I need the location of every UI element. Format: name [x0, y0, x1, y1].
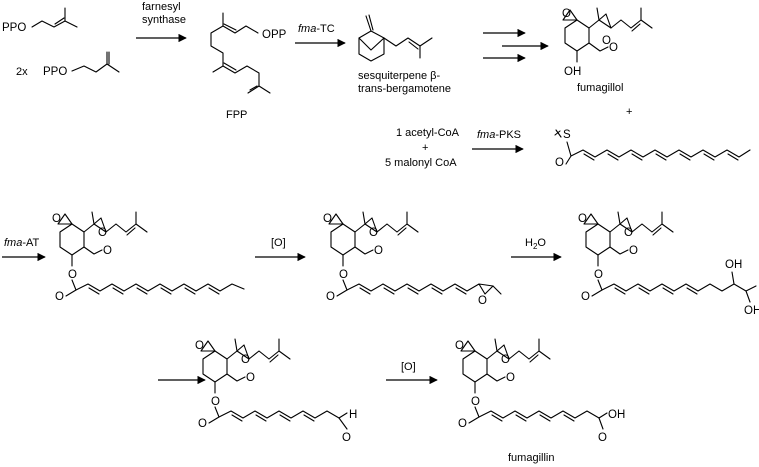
- carbonyl-o-label: O: [555, 157, 564, 169]
- acetyl-coa-label: 1 acetyl-CoA: [396, 127, 460, 139]
- ald-side-o: O: [241, 354, 250, 366]
- epoxide-o-label: O: [562, 8, 571, 20]
- diol-epoxide-o: O: [578, 213, 587, 225]
- water-o: O: [537, 237, 546, 249]
- synthase-label: synthase: [142, 14, 186, 26]
- plus-label-2: +: [422, 142, 428, 154]
- dimethylallyl-pp: PPO: [2, 7, 78, 34]
- methoxy-o-label: O: [609, 42, 618, 54]
- ald-o-label: O: [342, 432, 351, 444]
- diol-side-o: O: [624, 227, 633, 239]
- fumagillol-molecule: O O O OH fumagillol: [562, 7, 653, 94]
- svg-text:H2O: H2O: [525, 237, 546, 251]
- fumagillin-molecule: O O O O OH O O: [455, 338, 625, 444]
- epox-tail-o: O: [478, 295, 487, 307]
- epox-epoxide-o: O: [323, 213, 332, 225]
- ald-epoxide-o: O: [195, 340, 204, 352]
- oxidation-arrow-2: [O]: [386, 361, 438, 385]
- plus-sign: +: [626, 106, 632, 118]
- svg-text:fma-PKS: fma-PKS: [477, 129, 521, 141]
- ald-h-label: H: [349, 409, 357, 421]
- epox-carbonyl-o: O: [326, 291, 335, 303]
- ester1-side-o: O: [98, 227, 107, 239]
- ald-methoxy-o: O: [246, 372, 255, 384]
- aldehyde-intermediate: O O O O H O O: [195, 338, 357, 444]
- ester1-methoxy-o: O: [103, 245, 112, 257]
- fma-at-rest: -AT: [22, 237, 39, 249]
- fpp-label: FPP: [226, 109, 247, 121]
- diol-intermediate: O O O O OH OH O: [578, 211, 759, 317]
- ester1-ester-o: O: [68, 269, 77, 281]
- fma-at-arrow: fma-AT: [2, 237, 46, 262]
- multistep-arrows: [483, 28, 549, 63]
- oxidation-label-2: [O]: [401, 361, 416, 373]
- fumagillin-label: fumagillin: [508, 452, 554, 464]
- fumagillol-label: fumagillol: [577, 82, 623, 94]
- fma-tc-italic: fma: [298, 23, 316, 35]
- malonyl-coa-label: 5 malonyl CoA: [385, 157, 457, 169]
- opp-label: OPP: [262, 29, 287, 41]
- ester1-carbonyl-o: O: [55, 291, 64, 303]
- fma-at-italic: fma: [4, 237, 22, 249]
- fma-pks-rest: -PKS: [495, 129, 521, 141]
- pks-reagents: 1 acetyl-CoA + 5 malonyl CoA: [385, 127, 460, 169]
- farnesyl-label: farnesyl: [142, 1, 181, 13]
- hydrolysis-arrow: H2O: [511, 237, 562, 262]
- water-h: H: [525, 237, 533, 249]
- fma-tc-arrow: fma-TC: [295, 23, 346, 48]
- svg-text:fma-TC: fma-TC: [298, 23, 335, 35]
- isopentenyl-pp: 2x PPO: [16, 51, 120, 78]
- bergamotene-label-1: sesquiterpene β-: [358, 70, 440, 82]
- side-epoxide-o-label: O: [602, 35, 611, 47]
- oxidation-label-1: [O]: [271, 237, 286, 249]
- fumagillol-ester: O O O O O: [52, 211, 245, 303]
- two-x-label: 2x: [16, 66, 28, 78]
- epox-methoxy-o: O: [374, 245, 383, 257]
- epoxide-intermediate: O O O O O O: [323, 211, 502, 307]
- water-sub: 2: [533, 242, 538, 251]
- ald-carbonyl-o: O: [198, 418, 207, 430]
- fum-acid-oh: OH: [608, 409, 625, 421]
- fum-acid-o: O: [598, 432, 607, 444]
- fum-methoxy-o: O: [506, 372, 515, 384]
- diol-ester-o: O: [594, 269, 603, 281]
- oxidation-arrow-1: [O]: [255, 237, 306, 262]
- fma-tc-rest: -TC: [316, 23, 334, 35]
- epox-side-o: O: [369, 227, 378, 239]
- svg-text:fma-AT: fma-AT: [4, 237, 40, 249]
- fum-side-o: O: [501, 354, 510, 366]
- fum-ester-o: O: [471, 396, 480, 408]
- farnesyl-synthase-arrow: farnesyl synthase: [136, 1, 187, 43]
- fma-pks-arrow: fma-PKS: [472, 129, 524, 154]
- polyketide-thioester: S O: [554, 129, 751, 169]
- diol-methoxy-o: O: [629, 245, 638, 257]
- ppo-label: PPO: [2, 22, 26, 34]
- ppo-label-2: PPO: [43, 66, 67, 78]
- diol-carbonyl-o: O: [581, 291, 590, 303]
- bergamotene-label-2: trans-bergamotene: [358, 83, 451, 95]
- fma-pks-italic: fma: [477, 129, 495, 141]
- fum-carbonyl-o: O: [458, 418, 467, 430]
- fum-epoxide-o: O: [455, 340, 464, 352]
- bergamotene-molecule: sesquiterpene β- trans-bergamotene: [358, 14, 451, 95]
- epox-ester-o: O: [339, 269, 348, 281]
- diol-oh-2: OH: [744, 305, 759, 317]
- ester1-epoxide-o: O: [52, 213, 61, 225]
- diol-oh-1: OH: [725, 259, 742, 271]
- fpp-molecule: OPP FPP: [210, 12, 287, 121]
- ald-ester-o: O: [211, 396, 220, 408]
- hydroxyl-label: OH: [564, 66, 581, 78]
- sulfur-label: S: [563, 129, 571, 141]
